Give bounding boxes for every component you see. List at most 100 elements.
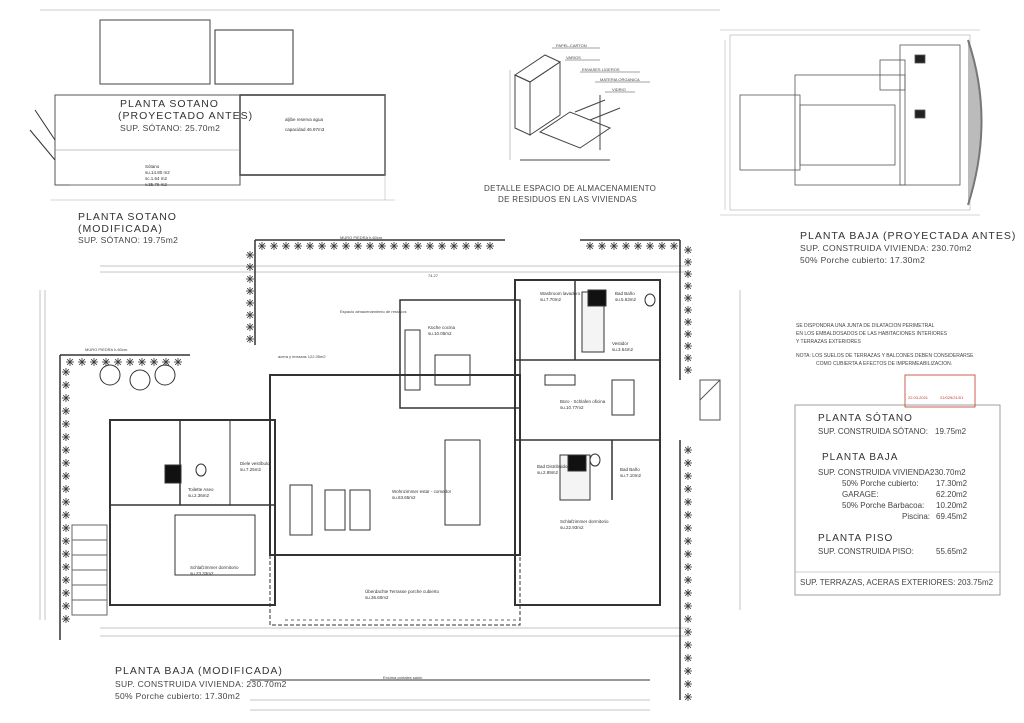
walkways-label: acera y terrazas 122.05m2 — [278, 354, 326, 359]
hedge-plant-icon — [462, 242, 470, 250]
hedge-plant-icon — [62, 602, 70, 610]
hedge-plant-icon — [684, 498, 692, 506]
hedge-plant-icon — [62, 420, 70, 428]
hedge-plant-icon — [414, 242, 422, 250]
ground-before-built: SUP. CONSTRUIDA VIVIENDA: 230.70m2 — [800, 243, 972, 253]
hedge-plant-icon — [474, 242, 482, 250]
room-living-area: su.63.65m2 — [392, 495, 416, 500]
room-bath-right: Bad Baño — [620, 467, 640, 472]
summary-floor-label: SUP. CONSTRUIDA PISO: — [818, 547, 914, 556]
hedge-plant-icon — [486, 242, 494, 250]
hedge-plant-icon — [684, 258, 692, 266]
hedge-plant-icon — [62, 511, 70, 519]
hedge-plant-icon — [684, 511, 692, 519]
hedge-plant-icon — [62, 563, 70, 571]
hedge-plant-icon — [246, 263, 254, 271]
basement-before-title: PLANTA SOTANO — [120, 98, 219, 110]
hedge-plant-icon — [62, 589, 70, 597]
hedge-plant-icon — [684, 615, 692, 623]
basement-room-sc: sc.1.64 m2 — [145, 176, 168, 181]
summary-ground-row-1-label: SUP. CONSTRUIDA VIVIENDA: — [818, 468, 933, 477]
basement-room-v: v.35.76 m2 — [145, 182, 167, 187]
hedge-plant-icon — [150, 358, 158, 366]
room-washroom: Washroom lavadero — [540, 291, 581, 296]
summary-terraces: SUP. TERRAZAS, ACERAS EXTERIORES: 203.75… — [800, 578, 994, 587]
basement-room-su: su.14.80 m2 — [145, 170, 170, 175]
hedge-plant-icon — [684, 524, 692, 532]
hedge-plant-icon — [62, 446, 70, 454]
hedge-plant-icon — [684, 550, 692, 558]
hedge-plant-icon — [586, 242, 594, 250]
hedge-plant-icon — [62, 381, 70, 389]
hedge-plant-icon — [684, 537, 692, 545]
hedge-plant-icon — [62, 472, 70, 480]
hedge-plant-icon — [366, 242, 374, 250]
ground-modified-plan — [39, 239, 741, 711]
hedge-plant-icon — [246, 335, 254, 343]
room-bedroom-left-area: su.23.33m2 — [190, 571, 214, 576]
hedge-plant-icon — [684, 294, 692, 302]
room-bath-right-area: su.7.10m2 — [620, 473, 642, 478]
hedge-plant-icon — [306, 242, 314, 250]
basement-room-name: Sótano — [145, 164, 160, 169]
room-bath-top: Bad Baño — [615, 291, 635, 296]
hedge-plant-icon — [62, 433, 70, 441]
basement-before-plan — [29, 19, 395, 201]
hedge-plant-icon — [270, 242, 278, 250]
hedge-plant-icon — [684, 589, 692, 597]
room-distributor-area: su.2.89m2 — [537, 470, 559, 475]
room-bedroom-left: Schlafzimmer dormitorio — [190, 565, 239, 570]
hedge-plant-icon — [684, 354, 692, 362]
hedge-plant-icon — [330, 242, 338, 250]
hedge-plant-icon — [246, 299, 254, 307]
hedge-plant-icon — [62, 459, 70, 467]
summary-ground-row-3-value: 62.20m2 — [936, 490, 968, 499]
room-bedroom-right: Schlafzimmer dormitorio — [560, 519, 609, 524]
hedge-plant-icon — [62, 524, 70, 532]
room-toilet-area: su.2.36m2 — [188, 493, 210, 498]
hedge-plant-icon — [66, 358, 74, 366]
hedge-plant-icon — [246, 251, 254, 259]
hedge-plant-icon — [634, 242, 642, 250]
wall-stone-label-top: MURO PIEDRA h.60cm. — [340, 235, 384, 240]
hedge-plant-icon — [670, 242, 678, 250]
hedge-plant-icon — [684, 270, 692, 278]
hedge-plant-icon — [62, 576, 70, 584]
waste-label-paper: PAPEL-CARTON — [556, 43, 587, 48]
basement-before-subtitle: (PROYECTADO ANTES) — [118, 110, 254, 122]
hedge-plant-icon — [684, 641, 692, 649]
waste-label-organic: MATERIA ORGANICA — [600, 77, 640, 82]
hedge-plant-icon — [62, 407, 70, 415]
ground-before-plan — [720, 29, 983, 216]
hedge-plant-icon — [684, 246, 692, 254]
basement-modified-subtitle: (MODIFICADA) — [78, 223, 163, 235]
room-kitchen: Küche cocina — [428, 325, 456, 330]
room-hall-area: su.7.25m2 — [240, 467, 262, 472]
joint-note-2: EN LOS EMBALDOSADOS DE LAS HABITACIONES … — [796, 331, 948, 337]
joint-note-1: SE DISPONDRA UNA JUNTA DE DILATACION PER… — [796, 323, 935, 329]
basement-modified-title: PLANTA SOTANO — [78, 211, 177, 223]
hedge-plant-icon — [684, 306, 692, 314]
hedge-plant-icon — [62, 498, 70, 506]
hedge-plant-icon — [114, 358, 122, 366]
storage-label: Espacio almacenamiento de residuos — [340, 309, 407, 314]
room-bath-top-area: su.5.63m2 — [615, 297, 637, 302]
hedge-plant-icon — [174, 358, 182, 366]
waste-label-packaging: ENVASES LIGEROS — [582, 67, 620, 72]
summary-ground-row-2-label: 50% Porche cubierto: — [842, 479, 919, 488]
hedge-plant-icon — [684, 667, 692, 675]
hedge-plant-icon — [246, 275, 254, 283]
room-dressing-area: su.3.64m2 — [612, 347, 634, 352]
hedge-plant-icon — [258, 242, 266, 250]
basement-modified-area: SUP. SÓTANO: 19.75m2 — [78, 235, 179, 245]
waste-detail-drawing — [509, 47, 650, 161]
tank-note-1: aljibe reserva agua — [285, 117, 324, 122]
summary-ground-row-5-value: 69.45m2 — [936, 512, 968, 521]
waste-label-various: VARIOS — [566, 55, 581, 60]
room-office-area: su.10.77m2 — [560, 405, 584, 410]
waste-label-glass: VIDRIO — [612, 87, 626, 92]
summary-ground-row-1-value: 230.70m2 — [930, 468, 966, 477]
joint-note-3: Y TERRAZAS EXTERIORES — [796, 339, 861, 345]
